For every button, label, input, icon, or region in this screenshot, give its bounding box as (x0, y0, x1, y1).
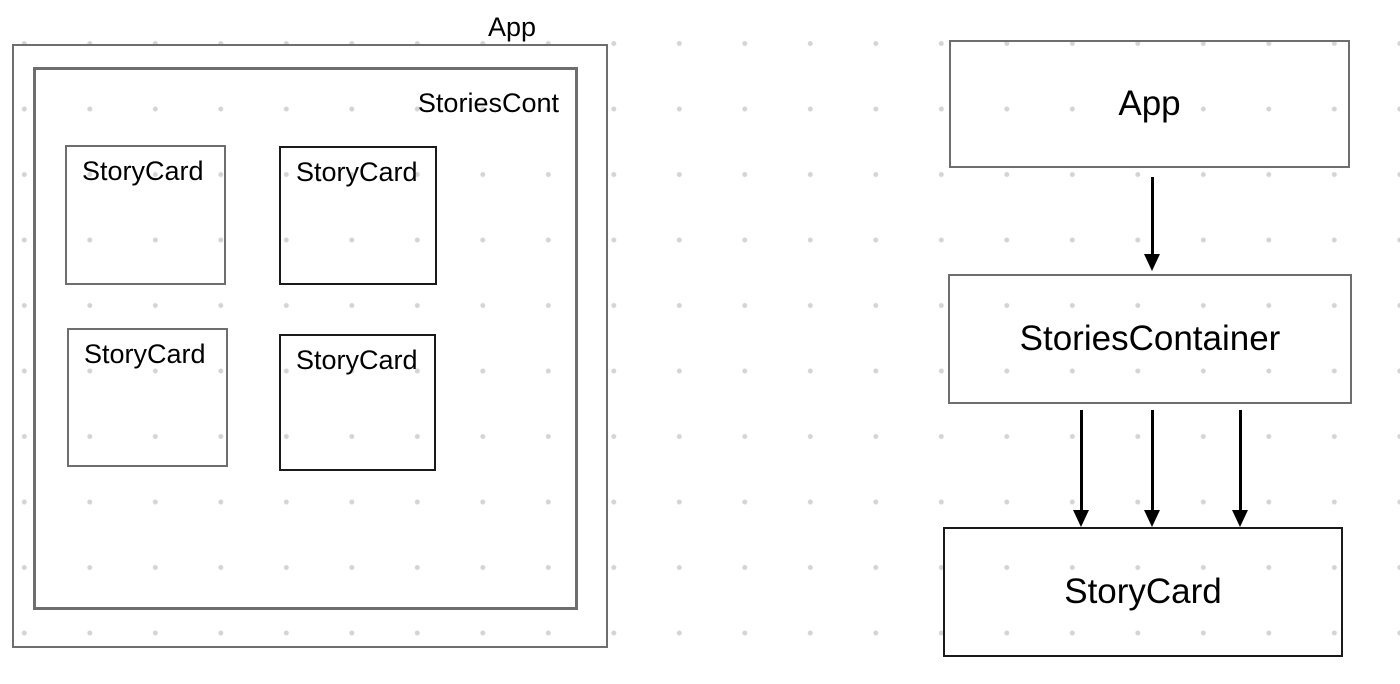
story-card-box-top-left[interactable]: StoryCard (65, 145, 226, 285)
story-card-box-bottom-left[interactable]: StoryCard (67, 328, 228, 467)
left-app-label: App (488, 12, 537, 42)
arrow-shaft (1238, 410, 1242, 514)
arrow-container-to-storycard-right[interactable] (1232, 410, 1248, 527)
arrow-shaft (1150, 410, 1154, 514)
arrow-shaft (1150, 177, 1154, 258)
arrow-container-to-storycard-left[interactable] (1073, 410, 1089, 527)
story-card-box-bottom-right[interactable]: StoryCard (279, 334, 436, 471)
left-app-container-box[interactable] (12, 44, 608, 648)
arrow-head-icon (1073, 510, 1089, 527)
arrow-head-icon (1232, 510, 1248, 527)
right-story-card-label: StoryCard (1064, 572, 1222, 611)
arrow-head-icon (1144, 254, 1160, 271)
story-card-label: StoryCard (82, 156, 204, 186)
arrow-app-to-storiescontainer[interactable] (1144, 177, 1160, 271)
story-card-label: StoryCard (296, 345, 418, 375)
arrow-shaft (1079, 410, 1083, 514)
right-stories-container-label: StoriesContainer (1019, 319, 1281, 358)
right-app-node[interactable]: App (949, 40, 1350, 168)
left-stories-container-box[interactable]: StoriesCont (33, 67, 578, 610)
right-story-card-node[interactable]: StoryCard (943, 527, 1343, 657)
arrow-container-to-storycard-middle[interactable] (1144, 410, 1160, 527)
story-card-box-top-right[interactable]: StoryCard (279, 146, 437, 285)
right-app-label: App (1118, 84, 1181, 123)
story-card-label: StoryCard (296, 157, 418, 187)
left-stories-container-label: StoriesCont (417, 88, 559, 118)
arrow-head-icon (1144, 510, 1160, 527)
story-card-label: StoryCard (84, 339, 206, 369)
right-stories-container-node[interactable]: StoriesContainer (948, 274, 1352, 404)
